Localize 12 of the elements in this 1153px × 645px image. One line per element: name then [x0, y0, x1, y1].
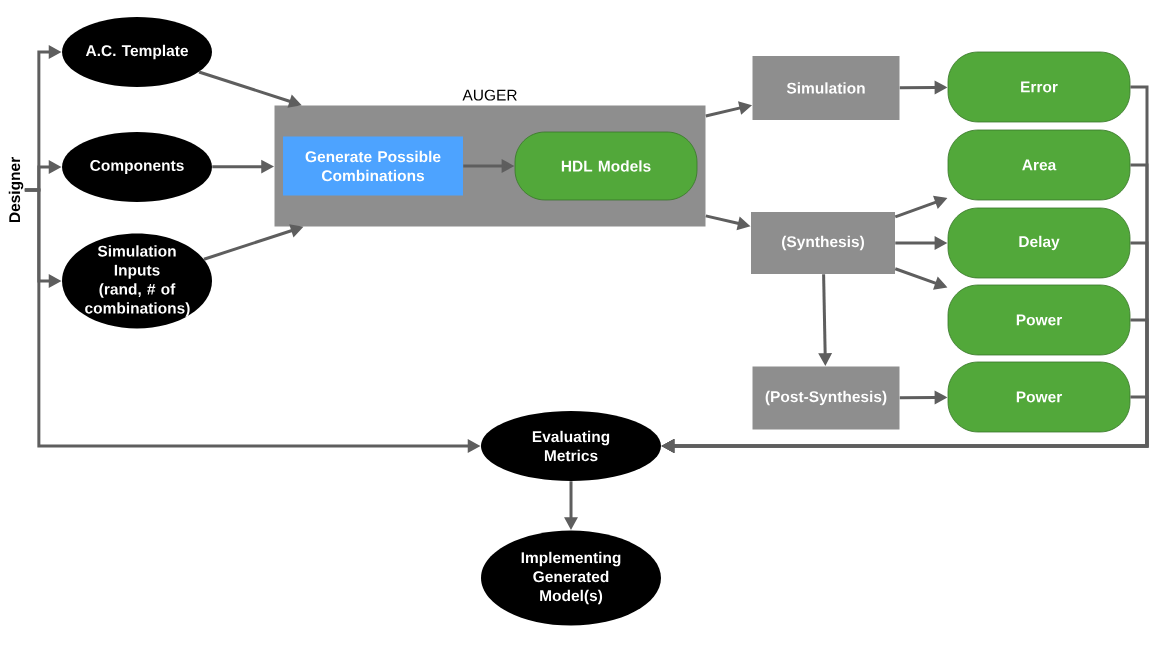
node-label: AUGER: [462, 89, 517, 101]
process-box: (Synthesis): [751, 212, 895, 274]
result-pill: Area: [947, 129, 1131, 201]
process-box: (Post-Synthesis): [752, 366, 900, 430]
result-pill: Power: [947, 361, 1131, 433]
process-box: Generate Possible Combinations: [283, 136, 463, 196]
process-box: Simulation: [752, 56, 900, 120]
result-pill: Power: [947, 284, 1131, 356]
result-pill: HDL Models: [514, 131, 698, 201]
result-pill: Delay: [947, 207, 1131, 279]
result-pill: Error: [947, 51, 1131, 123]
side-label: Designer: [8, 157, 24, 223]
